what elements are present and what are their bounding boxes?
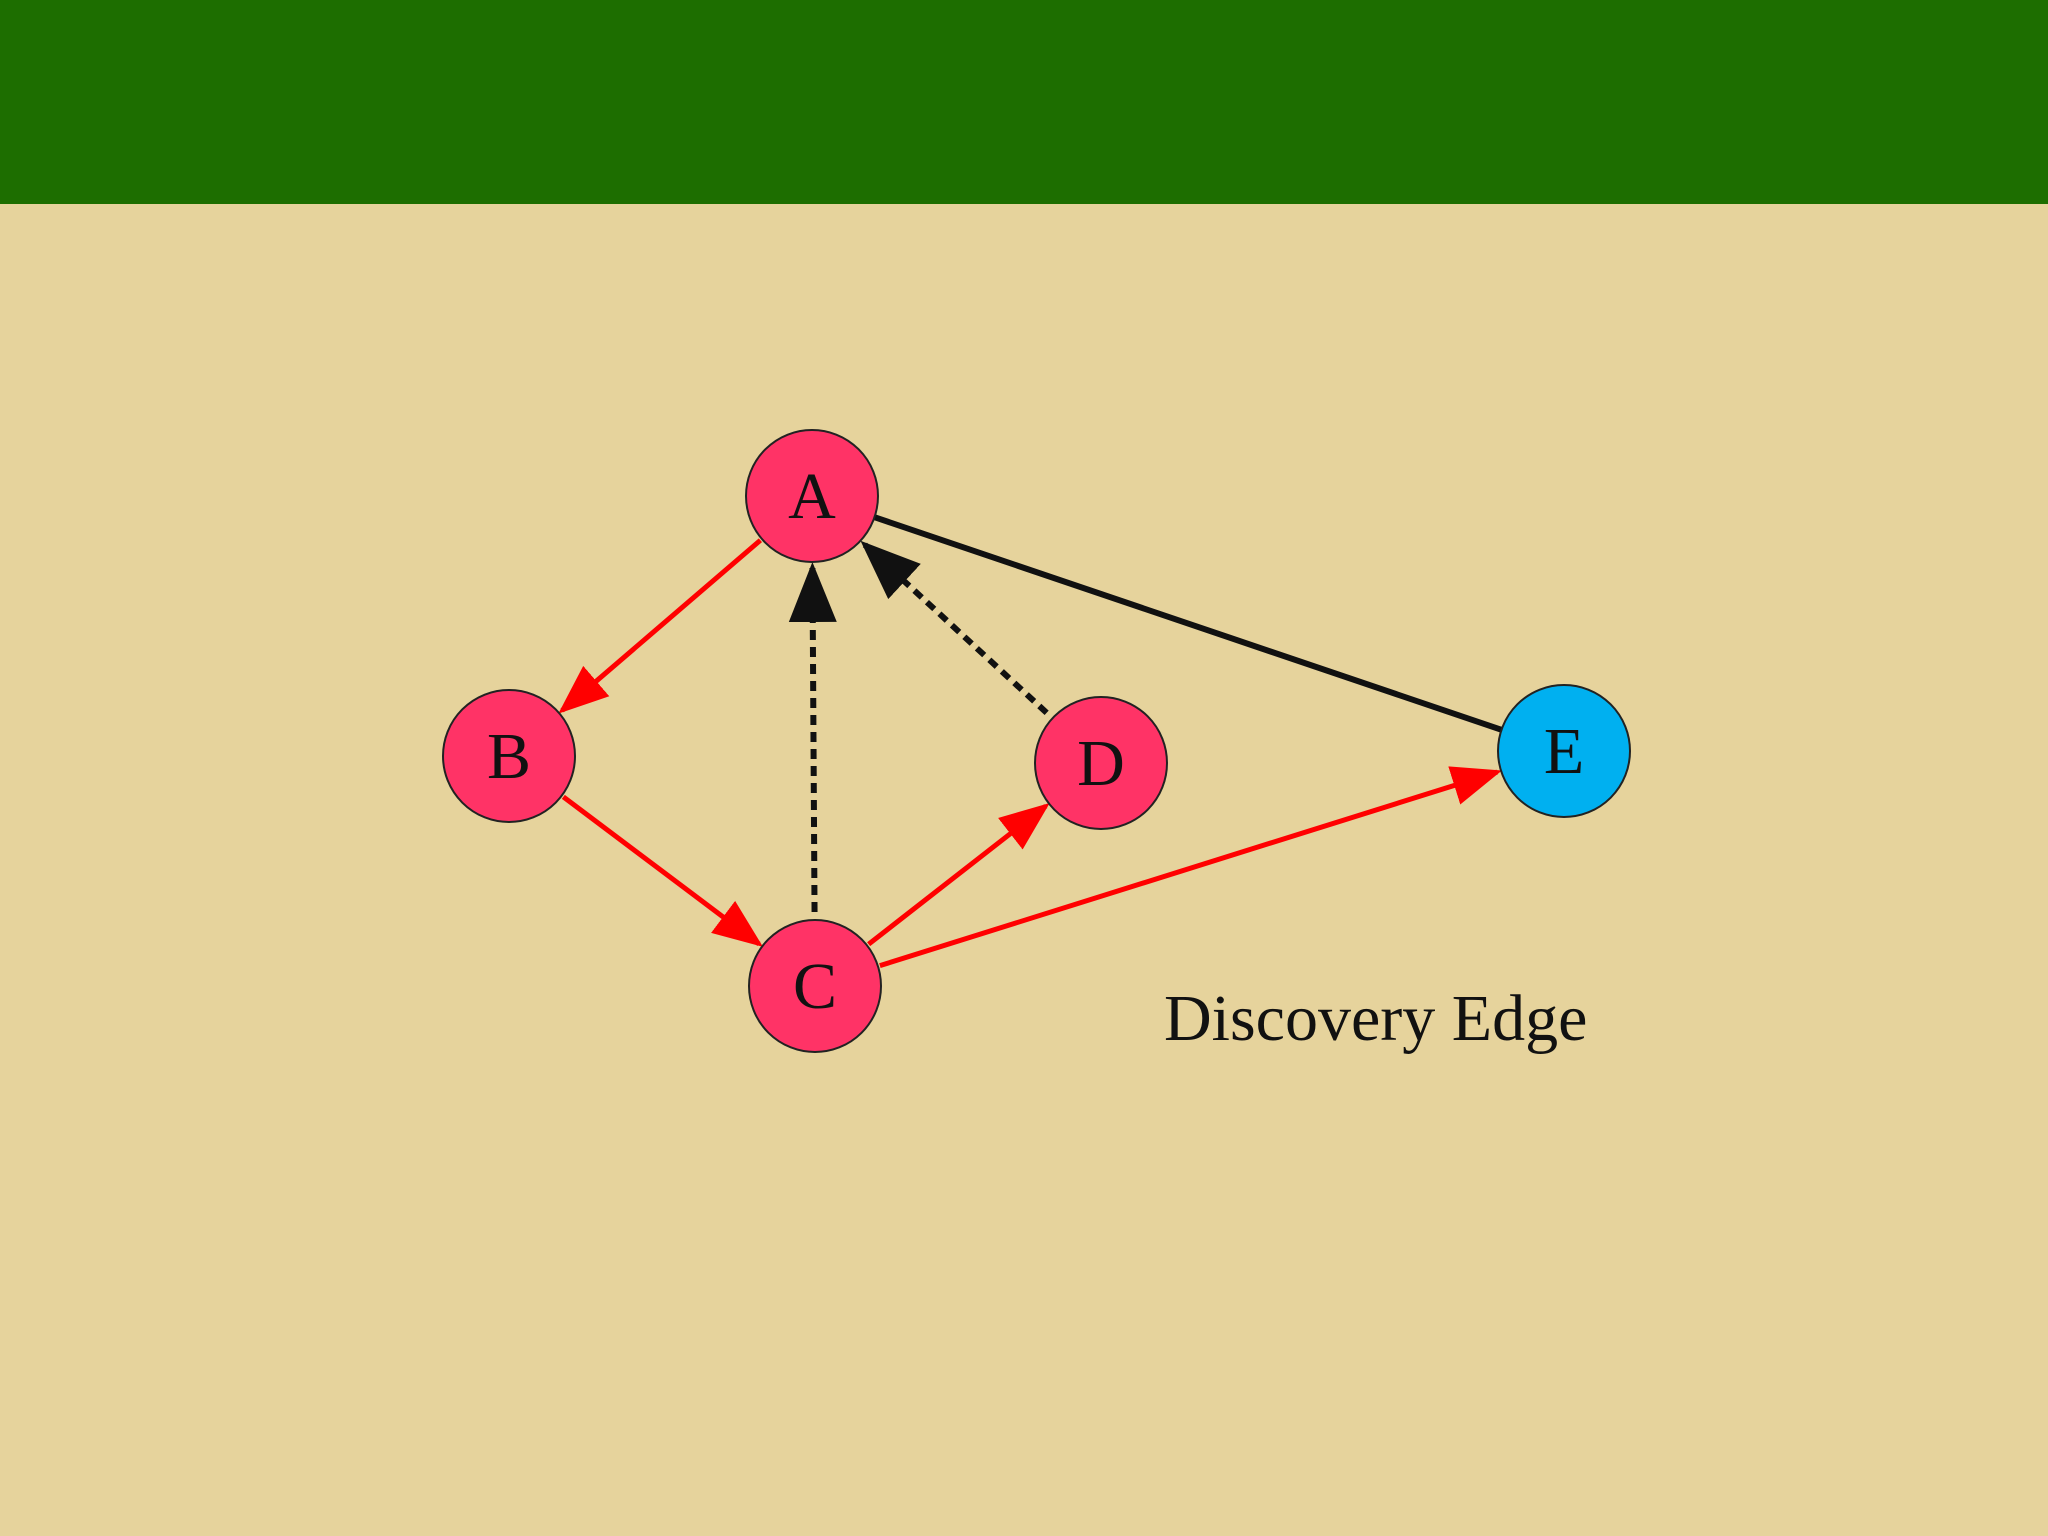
edge-discovery-a-b bbox=[558, 538, 763, 714]
node-label-e: E bbox=[1544, 715, 1584, 788]
edge-back-c-a bbox=[788, 561, 837, 913]
nodes-layer: A B C D E bbox=[442, 429, 1631, 1053]
node-a: A bbox=[745, 429, 879, 563]
node-c: C bbox=[748, 919, 882, 1053]
edges-layer bbox=[558, 514, 1503, 969]
node-label-a: A bbox=[788, 460, 836, 533]
edge-back-d-a bbox=[860, 540, 1049, 715]
edge-discovery-c-d bbox=[867, 802, 1050, 947]
header-band bbox=[0, 0, 2048, 204]
node-circle-c bbox=[748, 919, 882, 1053]
edge-discovery-b-c bbox=[561, 794, 764, 947]
edge-discovery-c-e bbox=[879, 766, 1502, 969]
node-circle-b bbox=[442, 689, 576, 823]
node-label-c: C bbox=[793, 950, 837, 1023]
edge-unexplored-a-e bbox=[873, 514, 1503, 733]
node-d: D bbox=[1034, 696, 1168, 830]
node-circle-a bbox=[745, 429, 879, 563]
node-label-b: B bbox=[487, 720, 531, 793]
node-e: E bbox=[1497, 684, 1631, 818]
node-circle-e bbox=[1497, 684, 1631, 818]
node-b: B bbox=[442, 689, 576, 823]
node-label-d: D bbox=[1077, 727, 1125, 800]
node-circle-d bbox=[1034, 696, 1168, 830]
caption: Discovery Edge bbox=[1164, 982, 1587, 1055]
